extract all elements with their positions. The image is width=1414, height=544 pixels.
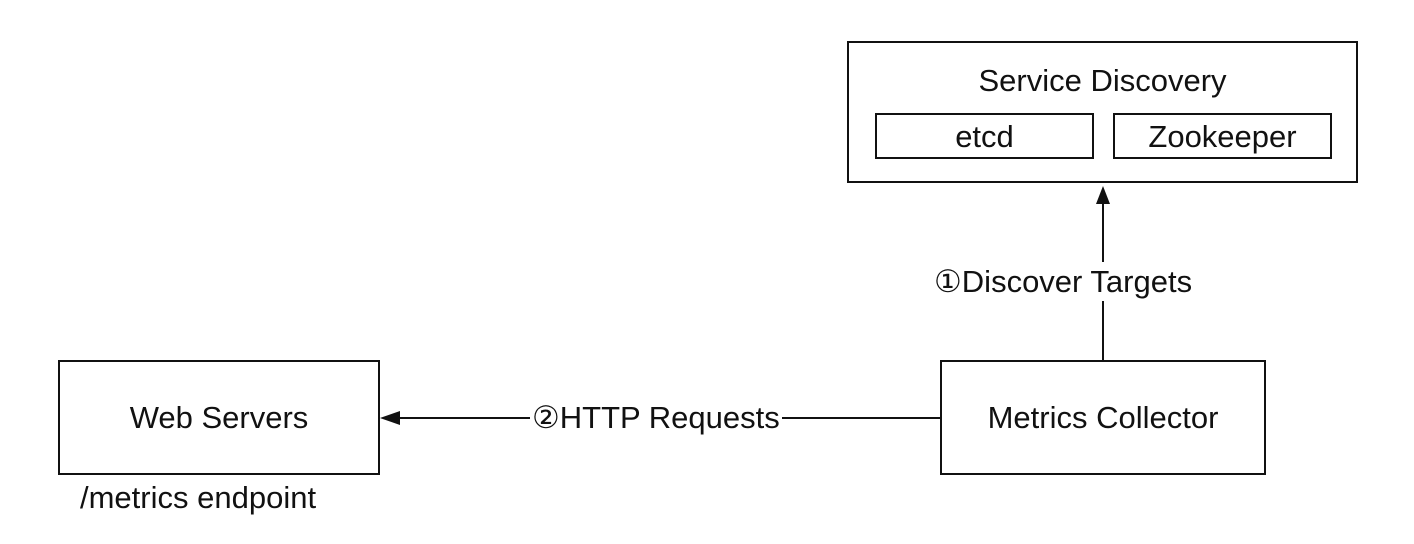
zookeeper-label: Zookeeper: [1148, 118, 1297, 154]
web-servers-label: Web Servers: [129, 400, 309, 435]
discover-edge-arrowhead: [1096, 186, 1110, 204]
service-discovery-title: Service Discovery: [978, 63, 1227, 98]
web-servers-box: Web Servers: [58, 360, 380, 475]
etcd-box: etcd: [875, 113, 1094, 159]
metrics-collector-label: Metrics Collector: [987, 400, 1219, 435]
web-servers-caption: /metrics endpoint: [80, 480, 317, 515]
discover-edge-label: ①Discover Targets: [932, 262, 1195, 301]
metrics-collector-box: Metrics Collector: [940, 360, 1266, 475]
http-edge-arrowhead: [380, 411, 400, 425]
http-edge-label: ②HTTP Requests: [530, 400, 782, 435]
zookeeper-box: Zookeeper: [1113, 113, 1332, 159]
service-discovery-box: Service Discovery etcd Zookeeper: [847, 41, 1358, 183]
etcd-label: etcd: [955, 118, 1014, 154]
